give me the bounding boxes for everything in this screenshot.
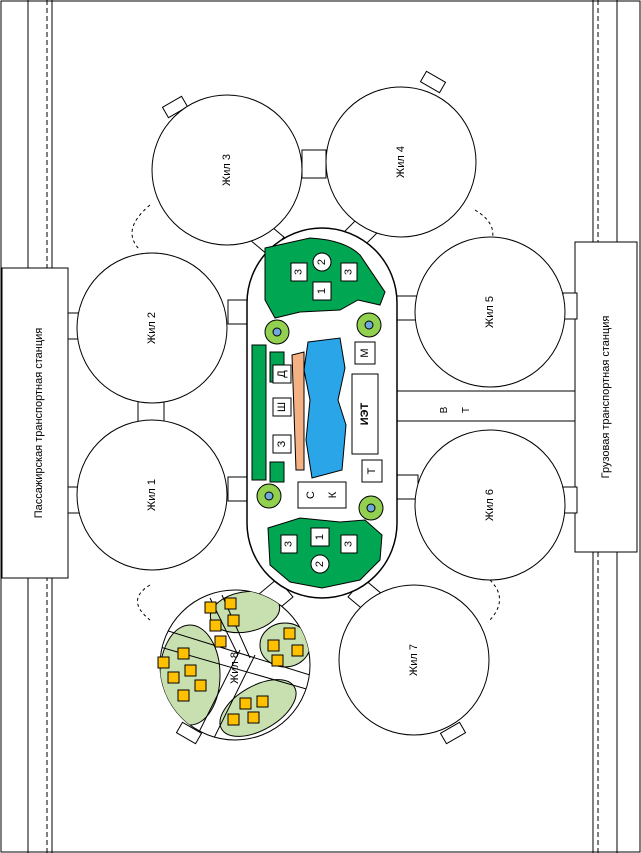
passenger-station: Пассажирская транспортная станция (1, 267, 69, 579)
hub-box-t-label: Т (366, 467, 378, 474)
hub-bottom-block (340, 534, 358, 554)
passenger-station-label: Пассажирская транспортная станция (33, 328, 45, 519)
dome-7: Жил 7 (338, 584, 490, 736)
hub-top-block (340, 262, 358, 282)
hub-nodes (256, 312, 384, 521)
hub-bottom-circle-label: 2 (314, 561, 326, 567)
dashed-arcs (131, 204, 500, 623)
corridor-label-t: Т (461, 407, 472, 413)
cargo-station-label: Грузовая транспортная станция (600, 316, 612, 479)
dome-2: Жил 2 (76, 252, 228, 404)
central-hub: З 2 1 З З 1 2 З Д Ш (246, 227, 398, 599)
hub-box-sh (272, 397, 292, 417)
hub-box-d (272, 364, 292, 384)
dome-label: Жил 6 (484, 489, 496, 521)
cargo-corridor: В Т (395, 390, 576, 422)
dome-label: Жил 5 (484, 296, 496, 328)
hub-box-z-label: З (276, 440, 288, 447)
dome-8-buildings (157, 597, 304, 726)
hub-box-iet (351, 373, 379, 455)
hub-pool (303, 337, 347, 479)
hub-bottom-block-label: З (344, 541, 355, 547)
hub-top-square (312, 281, 332, 301)
hub-top-block (290, 262, 308, 282)
dome-label: Жил 8 (229, 652, 241, 684)
hub-bottom-circle (310, 554, 330, 574)
dome-6: Жил 6 (414, 429, 566, 581)
hub-box-sk (297, 481, 347, 509)
dome-label: Жил 3 (221, 154, 233, 186)
hub-box-s-label: С (305, 491, 317, 499)
hub-top-garden (264, 237, 386, 319)
hub-bottom-block-label: З (284, 541, 295, 547)
dome-label: Жил 2 (146, 312, 158, 344)
dome-1: Жил 1 (76, 419, 228, 571)
dome-label: Жил 1 (146, 479, 158, 511)
hub-box-d-label: Д (276, 370, 288, 378)
hub-box-iet-label: ИЭТ (359, 402, 371, 425)
dome-4: Жил 4 (325, 86, 477, 238)
dome-3: Жил 3 (151, 94, 303, 246)
hub-bottom-block (280, 534, 298, 554)
hub-bottom-square-label: 1 (314, 534, 326, 540)
hub-top-block-label: З (344, 269, 355, 275)
hub-box-z (272, 434, 292, 454)
hub-green-strip (251, 344, 267, 481)
hub-green-strip (269, 461, 285, 483)
corridor-label-v: В (439, 406, 450, 413)
hub-top-circle-label: 2 (316, 259, 328, 265)
hub-top-square-label: 1 (316, 288, 328, 294)
cargo-station: Грузовая транспортная станция (574, 241, 638, 553)
hub-box-m-label: М (359, 348, 371, 357)
hub-box-t (361, 459, 383, 483)
dome-label: Жил 4 (395, 146, 407, 178)
hub-box-k-label: К (327, 491, 339, 498)
hub-top-circle (312, 252, 332, 272)
hub-beach (291, 351, 305, 471)
dome-8: Жил 8 (157, 589, 311, 741)
hub-box-m (354, 341, 376, 365)
dome-5: Жил 5 (414, 236, 566, 388)
dome-label: Жил 7 (408, 644, 420, 676)
hub-top-block-label: З (294, 269, 305, 275)
hub-box-sh-label: Ш (276, 402, 288, 412)
hub-bottom-square (310, 527, 330, 547)
